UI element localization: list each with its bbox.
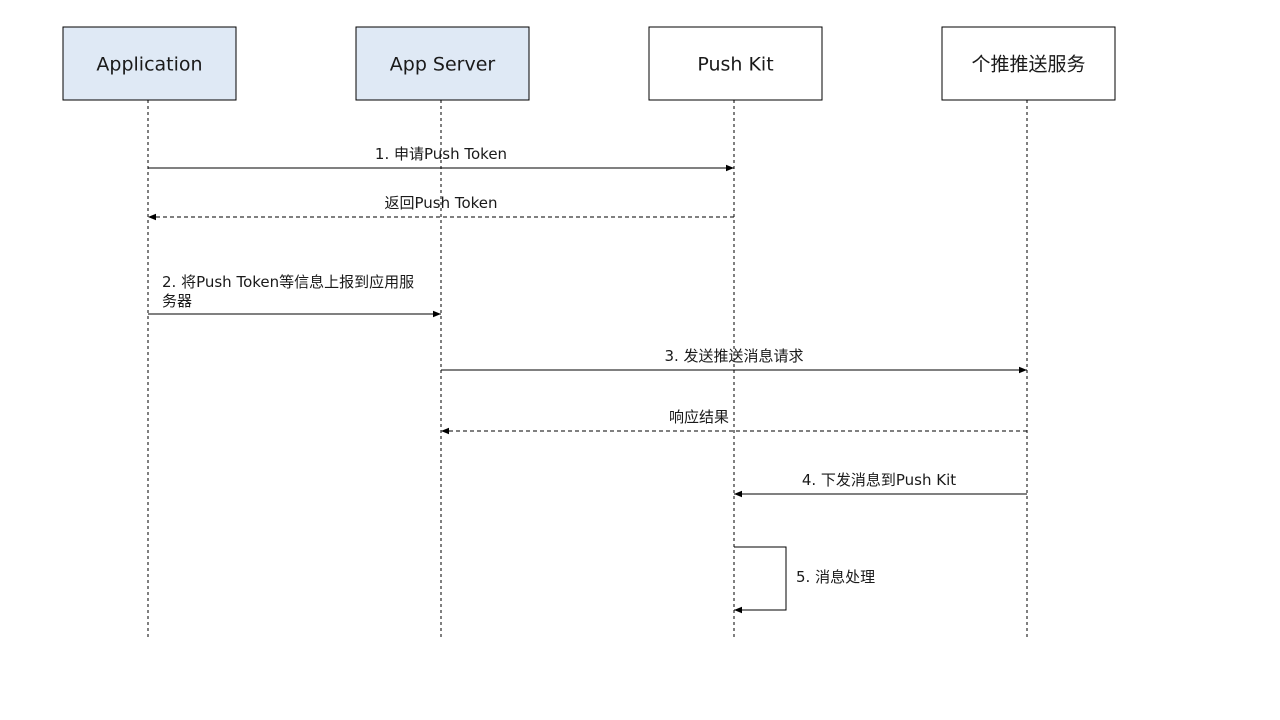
actor-application: Application: [62, 26, 237, 101]
message-label: 2. 将Push Token等信息上报到应用服: [162, 273, 414, 291]
message-6: 4. 下发消息到Push Kit: [734, 471, 1027, 498]
message-label: 3. 发送推送消息请求: [664, 347, 803, 365]
message-7: 5. 消息处理: [734, 546, 875, 614]
actor-getui-service: 个推推送服务: [941, 26, 1116, 101]
actor-app-server: App Server: [355, 26, 530, 101]
actor-label: Application: [96, 54, 202, 76]
message-arrow: [734, 546, 787, 614]
actor-push-kit: Push Kit: [648, 26, 823, 101]
actor-label: App Server: [390, 54, 496, 76]
message-4: 3. 发送推送消息请求: [441, 347, 1027, 374]
message-label: 1. 申请Push Token: [375, 145, 507, 163]
actor-label: Push Kit: [697, 54, 773, 76]
message-label: 5. 消息处理: [796, 568, 875, 586]
actor-box: [941, 26, 1116, 101]
actor-box: [62, 26, 237, 101]
message-1: 1. 申请Push Token: [148, 145, 734, 172]
message-label: 返回Push Token: [384, 194, 497, 212]
message-5: 响应结果: [441, 408, 1027, 435]
message-label: 务器: [162, 292, 192, 310]
message-2: 返回Push Token: [148, 194, 734, 221]
message-label: 4. 下发消息到Push Kit: [802, 471, 956, 489]
actor-label: 个推推送服务: [971, 54, 1085, 76]
actor-box: [648, 26, 823, 101]
message-label: 响应结果: [669, 408, 729, 426]
actor-box: [355, 26, 530, 101]
